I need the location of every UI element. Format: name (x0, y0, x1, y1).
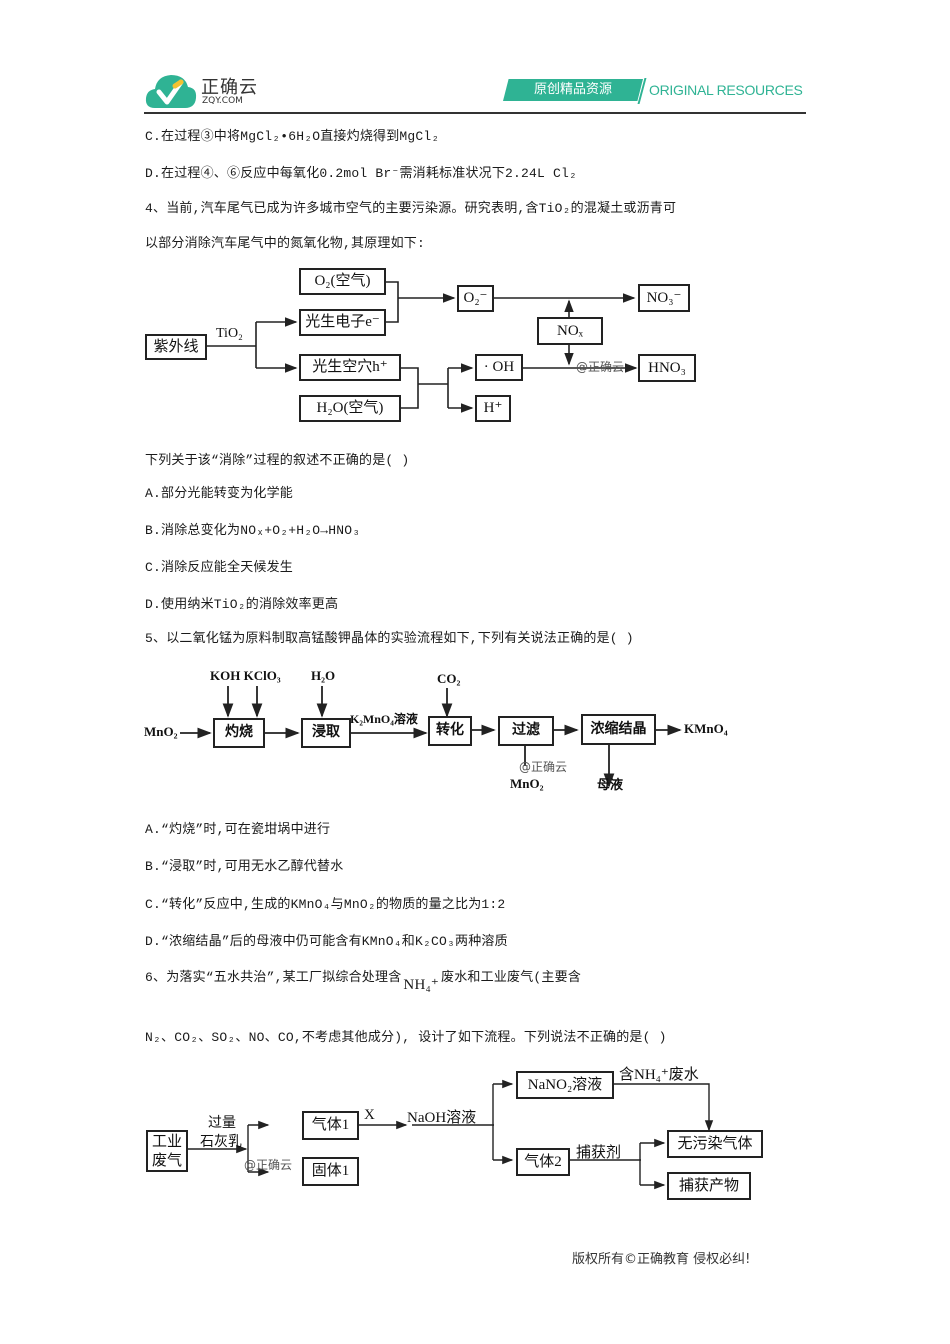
q4-question: 下列关于该“消除”过程的叙述不正确的是( ) (145, 453, 410, 468)
photo-hole-box: 光生空穴h⁺ (299, 354, 401, 381)
roasting-box: 灼烧 (213, 718, 265, 748)
uv-box: 紫外线 (145, 334, 207, 360)
q4-option-c: C.消除反应能全天候发生 (145, 560, 294, 575)
q3-option-d: D.在过程④、⑥反应中每氧化0.2mol Br⁻需消耗标准状况下2.24L Cl… (145, 166, 578, 181)
q5-stem: 5、以二氧化锰为原料制取高锰酸钾晶体的实验流程如下,下列有关说法正确的是( ) (145, 631, 634, 646)
q4-option-a: A.部分光能转变为化学能 (145, 486, 294, 501)
watermark: @正确云 (244, 1158, 293, 1172)
concentrate-crystallize-box: 浓缩结晶 (581, 714, 656, 745)
h2o-reagent-label: H₂O (311, 668, 336, 683)
filtration-box: 过滤 (498, 716, 554, 746)
copyright-footer: 版权所有©正确教育 侵权必纠! (572, 1252, 751, 1267)
proton-box: H⁺ (475, 395, 511, 422)
original-resources-banner: 原创精品资源 (503, 79, 643, 101)
mother-liquor-label: 母液 (597, 777, 624, 792)
q4-option-d: D.使用纳米TiO₂的消除效率更高 (145, 597, 339, 612)
o2-air-box: O₂(空气) (299, 268, 386, 295)
superoxide-box: O₂⁻ (457, 285, 494, 312)
pollution-free-gas-box: 无污染气体 (667, 1130, 763, 1158)
capture-agent-label: 捕获剂 (576, 1145, 622, 1161)
zqy-cloud-check-logo-icon (145, 75, 197, 108)
ammonium-wastewater-label: 含NH₄⁺废水 (619, 1067, 699, 1083)
co2-reagent-label: CO₂ (437, 671, 461, 686)
mno2-byproduct-label: MnO₂ (510, 776, 544, 791)
q4-stem-line2: 以部分消除汽车尾气中的氮氧化物,其原理如下: (145, 236, 426, 251)
q5-option-b: B.“浸取”时,可用无水乙醇代替水 (145, 859, 344, 874)
hydroxyl-radical-box: · OH (475, 354, 523, 381)
mno2-input-label: MnO₂ (144, 724, 178, 739)
q5-option-d: D.“浓缩结晶”后的母液中仍可能含有KMnO₄和K₂CO₃两种溶质 (145, 934, 508, 949)
solid1-box: 固体1 (302, 1157, 359, 1186)
tio2-label: TiO₂ (216, 326, 243, 341)
watermark: @正确云 (519, 760, 568, 774)
q3-option-c: C.在过程③中将MgCl₂•6H₂O直接灼烧得到MgCl₂ (145, 129, 440, 144)
photo-electron-box: 光生电子e⁻ (299, 309, 386, 336)
x-reagent-label: X (364, 1107, 375, 1123)
nox-box: NOₓ (537, 317, 603, 345)
q5-option-a: A.“灼烧”时,可在瓷坩埚中进行 (145, 822, 331, 837)
kmno4-output-label: KMnO₄ (684, 721, 728, 736)
h2o-air-box: H₂O(空气) (299, 395, 401, 422)
q5-option-c: C.“转化”反应中,生成的KMnO₄与MnO₂的物质的量之比为1:2 (145, 897, 506, 912)
capture-product-box: 捕获产物 (667, 1172, 751, 1200)
original-resources-label: ORIGINAL RESOURCES (649, 82, 803, 98)
k2mno4-solution-label: K₂MnO₄溶液 (350, 712, 418, 726)
industrial-waste-gas-box: 工业废气 (146, 1130, 188, 1172)
q6-stem-text-b: 废水和工业废气(主要含 (441, 970, 582, 985)
logo-text-en: ZQY.COM (202, 96, 243, 106)
gas1-box: 气体1 (302, 1111, 359, 1140)
q6-stem-text-a: 6、为落实“五水共治”,某工厂拟综合处理含 (145, 970, 402, 985)
gas2-box: 气体2 (516, 1148, 570, 1176)
naoh-solution-label: NaOH溶液 (407, 1110, 477, 1126)
header-rule (144, 112, 806, 114)
nano2-solution-box: NaNO₂溶液 (516, 1071, 614, 1099)
q4-option-b: B.消除总变化为NOₓ+O₂+H₂O→HNO₃ (145, 523, 361, 538)
q4-stem-line1: 4、当前,汽车尾气已成为许多城市空气的主要污染源。研究表明,含TiO₂的混凝土或… (145, 201, 677, 216)
leaching-box: 浸取 (301, 718, 351, 748)
watermark: @正确云 (576, 360, 625, 374)
conversion-box: 转化 (428, 716, 472, 746)
koh-kclo3-label: KOH KClO₃ (210, 668, 281, 683)
lime-milk-label: 石灰乳 (200, 1135, 242, 1150)
excess-label: 过量 (208, 1116, 236, 1131)
q6-stem-line2: N₂、CO₂、SO₂、NO、CO,不考虑其他成分), 设计了如下流程。下列说法不… (145, 1030, 667, 1045)
nitrate-box: NO₃⁻ (638, 284, 690, 312)
logo-text-cn: 正确云 (201, 77, 258, 98)
ammonium-ion-label: NH₄⁺ (403, 977, 440, 993)
nitric-acid-box: HNO₃ (638, 354, 696, 382)
